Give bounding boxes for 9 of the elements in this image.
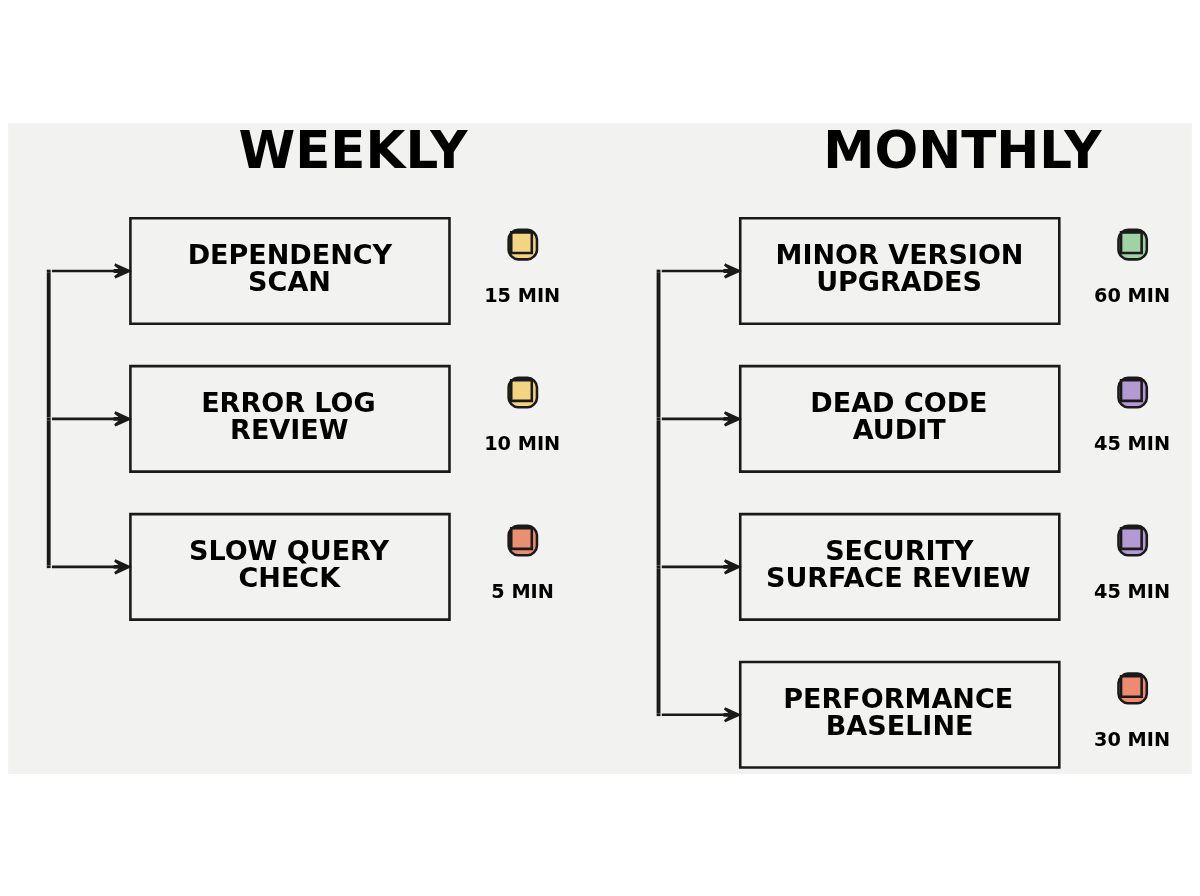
label: WEEKLY — [238, 119, 468, 180]
node-label: 45 MIN — [1094, 579, 1171, 603]
node-label: 60 MIN — [1094, 283, 1171, 307]
node-label: 15 MIN — [484, 283, 561, 307]
node-label: 30 MIN — [1094, 727, 1171, 751]
node-label: 45 MIN — [1094, 431, 1171, 455]
node-label: 5 MIN — [491, 579, 554, 603]
node-label: 10 MIN — [484, 431, 561, 455]
label: MONTHLY — [823, 119, 1102, 180]
